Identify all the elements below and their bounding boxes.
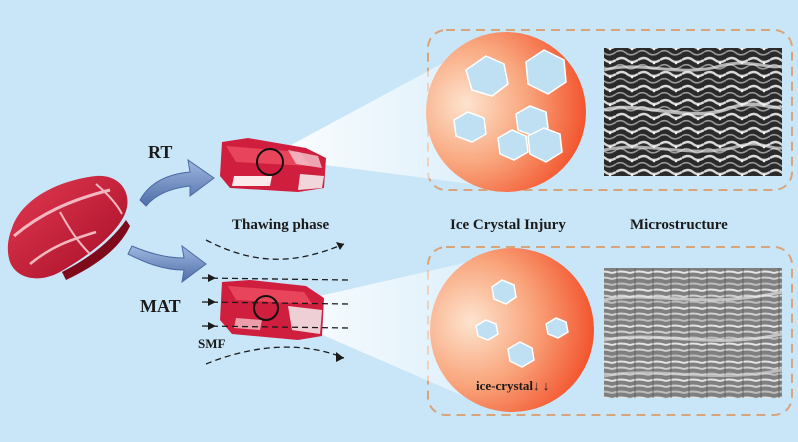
smf-label: SMF [198, 336, 226, 351]
rt-label: RT [148, 142, 172, 162]
hexagon-icon [491, 279, 517, 305]
hexagon-icon [507, 341, 535, 368]
rt-meat-slab [220, 138, 326, 192]
mat-ice-crystal-circle [430, 248, 594, 412]
hexagon-icon [475, 319, 499, 341]
hexagon-icon [453, 111, 487, 143]
mat-zoom-beam [270, 258, 486, 406]
field-arrowheads [208, 242, 344, 362]
magnetic-field-lines [201, 239, 349, 365]
microstructure-label: Microstructure [630, 217, 728, 233]
rt-magnifier-icon [256, 148, 284, 176]
raw-meat [7, 175, 130, 280]
hexagon-icon [545, 317, 569, 339]
mat-sem-image [603, 268, 783, 398]
mat-magnifier-icon [253, 295, 279, 321]
mat-label: MAT [140, 296, 181, 316]
rt-ice-crystal-circle [426, 32, 586, 192]
mat-crystals [475, 279, 569, 368]
hexagon-icon [525, 49, 567, 95]
ice-crystal-injury-label: Ice Crystal Injury [450, 217, 566, 233]
mat-arrow-icon [127, 244, 207, 284]
hexagon-icon [465, 55, 509, 97]
rt-sem-image [603, 48, 784, 176]
ice-crystal-note: ice-crystal↓ ↓ [476, 378, 549, 393]
thawing-phase-label: Thawing phase [232, 217, 329, 233]
rt-crystals [453, 49, 567, 163]
hexagon-icon [527, 127, 563, 163]
hexagon-icon [497, 129, 529, 161]
rt-zoom-beam [272, 40, 486, 186]
rt-arrow-icon [139, 158, 215, 207]
mat-meat-slab [220, 280, 324, 340]
